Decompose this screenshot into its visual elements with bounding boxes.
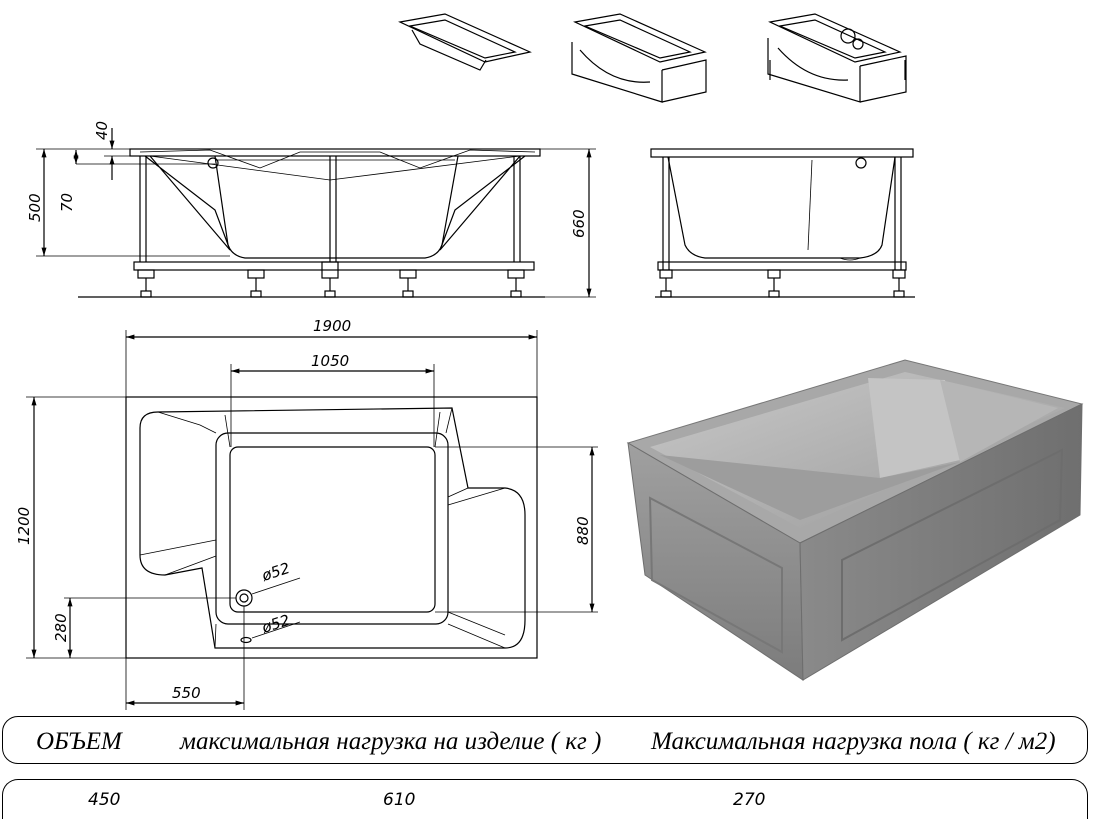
bathtub-3d-render bbox=[607, 340, 1085, 695]
dim-width-total: 1200 bbox=[15, 507, 33, 545]
dim-length-total: 1900 bbox=[313, 317, 351, 335]
header-max-load-floor: Максимальная нагрузка пола ( кг / м2) bbox=[651, 728, 1056, 755]
value-volume: 450 bbox=[88, 790, 121, 810]
value-max-load-product: 610 bbox=[383, 790, 416, 810]
thumbnail-bath-with-frame bbox=[767, 13, 907, 103]
dim-height-total: 660 bbox=[570, 209, 588, 238]
front-elevation bbox=[36, 128, 596, 298]
spec-header-row bbox=[2, 716, 1088, 764]
dim-drain-offset-x: 550 bbox=[172, 684, 201, 702]
dim-lip-depth: 40 bbox=[93, 121, 111, 140]
header-volume: ОБЪЕМ bbox=[36, 728, 122, 755]
dim-drain-diameter-upper: ø52 bbox=[259, 559, 292, 585]
dim-inner-depth: 70 bbox=[58, 193, 76, 212]
plan-view bbox=[26, 330, 598, 710]
thumbnail-bath-only bbox=[398, 13, 532, 71]
value-max-load-floor: 270 bbox=[733, 790, 766, 810]
dim-drain-offset-y: 280 bbox=[52, 613, 70, 642]
header-max-load-product: максимальная нагрузка на изделие ( кг ) bbox=[180, 728, 602, 755]
dim-drain-diameter-lower: ø52 bbox=[259, 611, 292, 637]
dim-width-inner: 880 bbox=[574, 516, 592, 545]
dim-length-inner: 1050 bbox=[311, 352, 349, 370]
dim-height-rim: 500 bbox=[26, 193, 44, 222]
spec-value-row bbox=[2, 779, 1088, 819]
side-elevation bbox=[650, 148, 915, 298]
thumbnail-bath-with-panel bbox=[571, 13, 707, 103]
